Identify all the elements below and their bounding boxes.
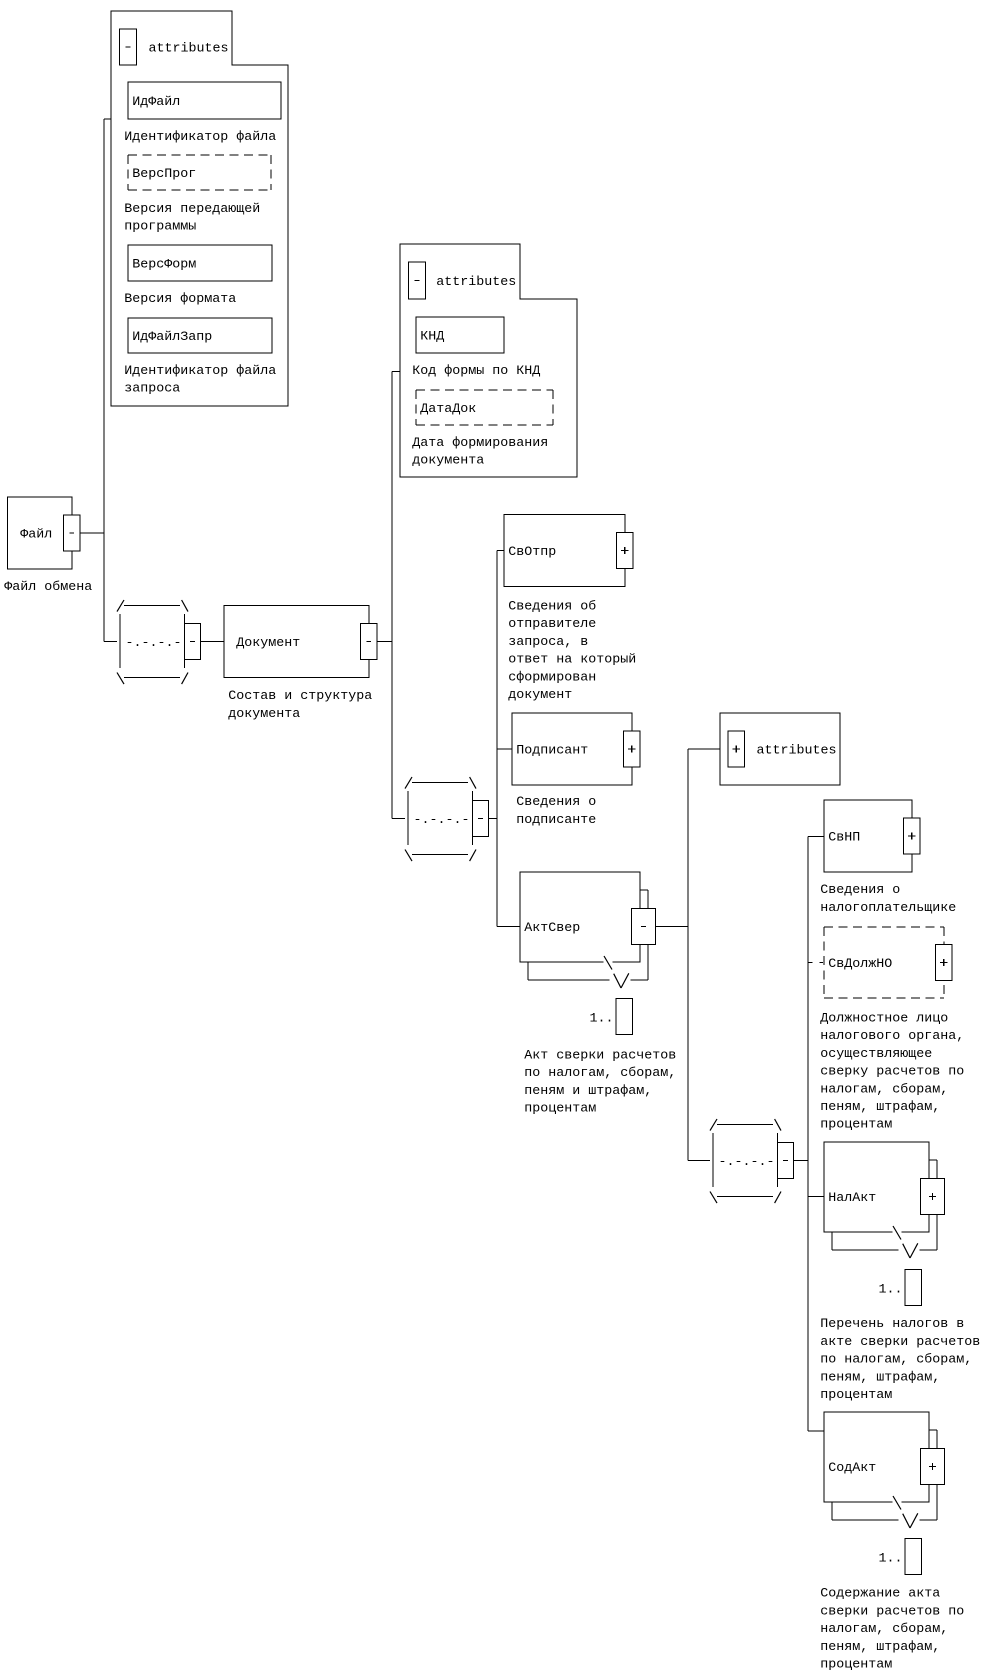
svg-text:1..: 1.. — [590, 1011, 614, 1026]
svg-text:налогоплательщике: налогоплательщике — [820, 901, 956, 916]
svg-text:процентам: процентам — [524, 1102, 596, 1117]
svg-text:акте сверки расчетов: акте сверки расчетов — [820, 1335, 980, 1350]
svg-text:Подписант: Подписант — [516, 744, 588, 759]
svg-text:Сведения о: Сведения о — [820, 883, 900, 898]
svg-text:документа: документа — [228, 707, 300, 722]
svg-text:attributes: attributes — [436, 275, 516, 290]
svg-text:СвДолжНО: СвДолжНО — [828, 957, 892, 972]
svg-text:1..: 1.. — [879, 1551, 903, 1566]
svg-text:осуществляющее: осуществляющее — [820, 1047, 932, 1062]
svg-text:Версия передающей: Версия передающей — [124, 202, 260, 217]
svg-text:-.-.-.-: -.-.-.- — [719, 1155, 775, 1170]
svg-text:запроса, в: запроса, в — [508, 635, 588, 650]
svg-text:Файл обмена: Файл обмена — [4, 580, 92, 595]
svg-text:ИдФайлЗапр: ИдФайлЗапр — [132, 330, 212, 345]
svg-text:Файл: Файл — [20, 528, 52, 543]
svg-text:документа: документа — [412, 454, 484, 469]
svg-text:пеням, штрафам,: пеням, штрафам, — [820, 1370, 940, 1385]
svg-text:Содержание акта: Содержание акта — [820, 1587, 940, 1602]
svg-text:attributes: attributes — [757, 744, 837, 759]
svg-text:КНД: КНД — [420, 330, 444, 345]
svg-text:СвОтпр: СвОтпр — [508, 545, 556, 560]
svg-text:пеням, штрафам,: пеням, штрафам, — [820, 1640, 940, 1655]
svg-text:ИдФайл: ИдФайл — [132, 95, 180, 110]
svg-text:процентам: процентам — [820, 1388, 892, 1403]
svg-text:СодАкт: СодАкт — [828, 1461, 876, 1476]
svg-text:Состав и структура: Состав и структура — [228, 689, 372, 704]
svg-text:сверку расчетов по: сверку расчетов по — [820, 1065, 964, 1080]
svg-text:Документ: Документ — [236, 636, 300, 651]
svg-text:Идентификатор файла: Идентификатор файла — [124, 130, 276, 145]
svg-text:-.-.-.-: -.-.-.- — [126, 636, 182, 651]
svg-text:подписанте: подписанте — [516, 813, 596, 828]
svg-text:по налогам, сборам,: по налогам, сборам, — [524, 1066, 676, 1081]
svg-text:attributes: attributes — [149, 42, 229, 57]
svg-text:1..: 1.. — [879, 1282, 903, 1297]
svg-text:документ: документ — [508, 688, 572, 703]
svg-text:ВерсПрог: ВерсПрог — [132, 167, 196, 182]
svg-text:ответ на который: ответ на который — [508, 653, 636, 668]
svg-text:СвНП: СвНП — [828, 831, 860, 846]
svg-text:пеням, штрафам,: пеням, штрафам, — [820, 1100, 940, 1115]
svg-text:отправителе: отправителе — [508, 617, 596, 632]
svg-text:сверки расчетов по: сверки расчетов по — [820, 1604, 964, 1619]
svg-text:пеням и штрафам,: пеням и штрафам, — [524, 1084, 652, 1099]
svg-text:Перечень налогов в: Перечень налогов в — [820, 1317, 964, 1332]
svg-text:ДатаДок: ДатаДок — [420, 402, 476, 417]
svg-text:-.-.-.-: -.-.-.- — [414, 813, 470, 828]
svg-text:сформирован: сформирован — [508, 670, 596, 685]
svg-text:налогам, сборам,: налогам, сборам, — [820, 1082, 948, 1097]
svg-text:Сведения о: Сведения о — [516, 795, 596, 810]
svg-text:Акт сверки расчетов: Акт сверки расчетов — [524, 1048, 676, 1063]
svg-text:АктСвер: АктСвер — [524, 921, 580, 936]
svg-text:Идентификатор файла: Идентификатор файла — [124, 364, 276, 379]
svg-text:налогового органа,: налогового органа, — [820, 1029, 964, 1044]
svg-text:процентам: процентам — [820, 1118, 892, 1133]
svg-text:по налогам, сборам,: по налогам, сборам, — [820, 1353, 972, 1368]
svg-text:Версия формата: Версия формата — [124, 292, 236, 307]
svg-text:Должностное лицо: Должностное лицо — [820, 1012, 948, 1027]
svg-text:ВерсФорм: ВерсФорм — [132, 258, 196, 273]
svg-text:Сведения об: Сведения об — [508, 600, 596, 615]
svg-text:процентам: процентам — [820, 1658, 892, 1673]
svg-text:НалАкт: НалАкт — [828, 1191, 876, 1206]
svg-text:запроса: запроса — [124, 382, 180, 397]
svg-text:программы: программы — [124, 220, 196, 235]
svg-text:Код формы по КНД: Код формы по КНД — [412, 364, 540, 379]
svg-text:налогам, сборам,: налогам, сборам, — [820, 1622, 948, 1637]
svg-text:Дата формирования: Дата формирования — [412, 436, 548, 451]
